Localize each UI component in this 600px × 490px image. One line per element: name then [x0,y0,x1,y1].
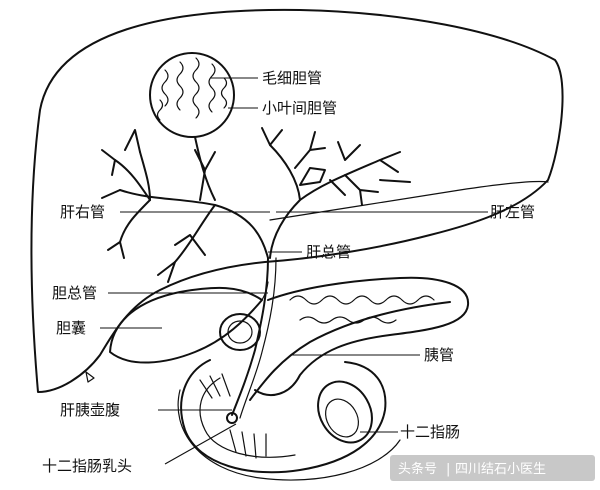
label-common-hepatic-duct: 肝总管 [306,243,351,261]
right-hepatic-duct-tree [101,129,269,283]
duodenum-inner-wall [199,377,296,458]
duodenum-cut-end [317,380,373,444]
label-left-hepatic-duct: 肝左管 [490,203,535,221]
common-bile-duct-wall [239,257,277,419]
label-gallbladder: 胆囊 [56,319,86,337]
duodenal-papilla [226,412,238,424]
watermark-prefix: 头条号 [398,461,437,477]
duodenum-loop [180,359,387,474]
left-hepatic-duct-tree [261,127,411,259]
portal-vein-lumen [227,320,253,344]
label-duodenal-papilla: 十二指肠乳头 [42,457,132,475]
label-pancreatic-duct: 胰管 [424,346,454,364]
label-common-bile-duct: 胆总管 [52,284,97,302]
liver-outline [30,8,564,393]
pancreas-texture [289,295,435,324]
leader-papilla [164,423,237,465]
common-bile-duct [231,257,269,416]
interlobular-duct [194,136,216,201]
label-duodenum: 十二指肠 [400,423,460,441]
label-interlobular-bile-duct: 小叶间胆管 [262,99,337,117]
label-right-hepatic-duct: 肝右管 [60,203,105,221]
gallbladder [109,286,263,364]
watermark-account: 四川结石小医生 [455,462,546,477]
portal-vein-section [219,313,261,351]
gallbladder-fundus-mark [85,371,95,383]
duodenum-cut-lumen [325,398,359,438]
pancreatic-duct [249,301,451,401]
cystic-duct [261,281,269,301]
watermark-divider: | [446,462,450,477]
watermark-bg [390,455,595,481]
duodenum-region-outline [177,389,401,481]
leader-lines [100,77,488,465]
watermark: 头条号 | 四川结石小医生 [390,455,595,481]
label-hepatopancreatic-ampulla: 肝胰壶腹 [60,401,120,419]
duodenal-folds [199,373,267,459]
label-capillary-bile-duct: 毛细胆管 [262,69,322,87]
liver-lobule [149,52,235,138]
pancreas [254,276,470,396]
lobule-capillaries [156,57,228,121]
